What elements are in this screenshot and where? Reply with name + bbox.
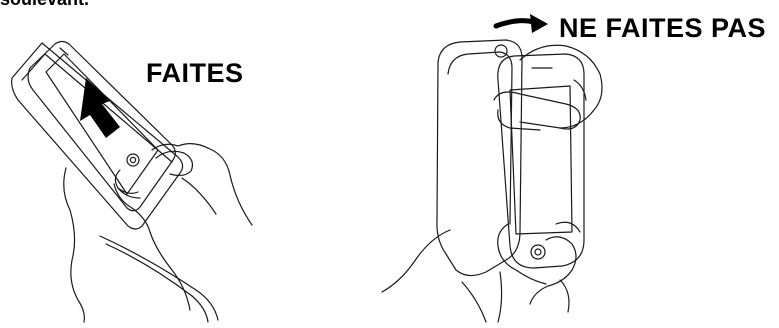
left-hand (64, 168, 85, 322)
home-button-dont (531, 245, 545, 259)
up-arrow (80, 78, 120, 138)
pull-arrow (496, 21, 534, 26)
do-label: FAITES (146, 58, 244, 89)
bottom-hand (382, 230, 450, 292)
right-hand (152, 144, 252, 225)
home-button (127, 154, 139, 166)
dont-label: NE FAITES PAS (559, 13, 766, 44)
dont-illustration (382, 40, 602, 322)
